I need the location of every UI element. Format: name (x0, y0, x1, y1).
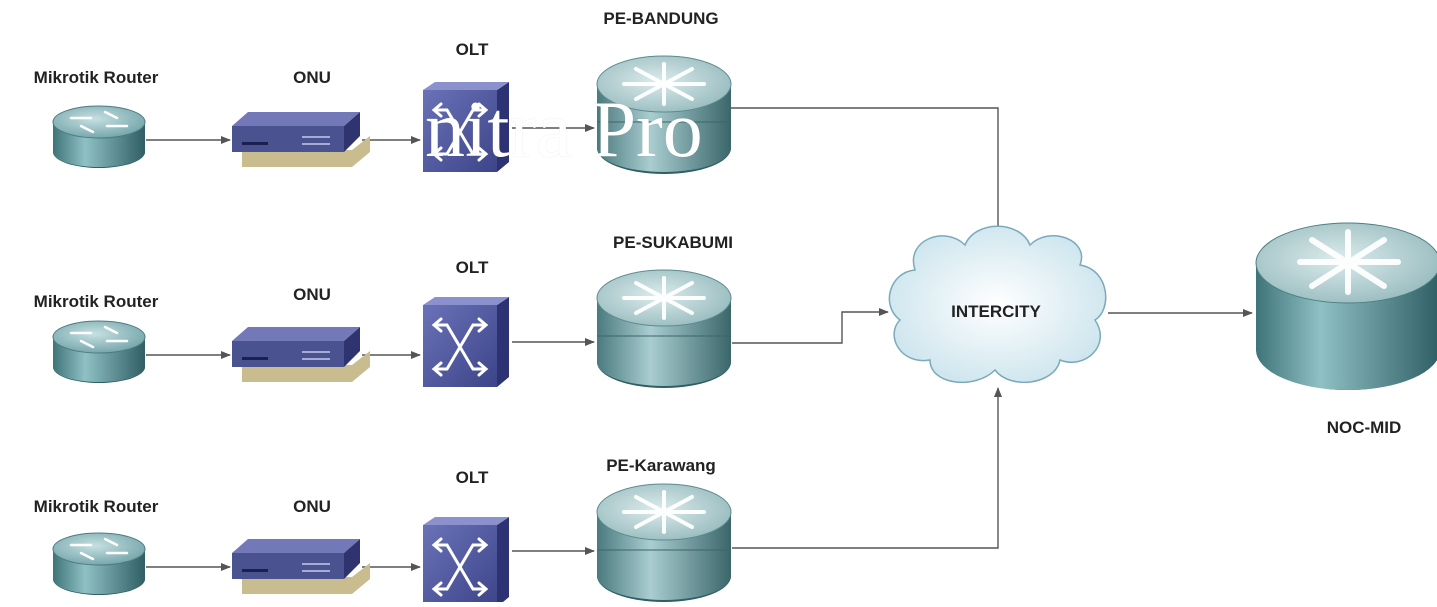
mikrotik-router-2 (52, 320, 146, 383)
onu-device-3 (232, 539, 370, 594)
link-pe1-cloud (730, 107, 1002, 241)
watermark: nitra Pro (425, 86, 703, 174)
onu-label-1: ONU (293, 68, 331, 87)
olt-label-3: OLT (455, 468, 489, 487)
mikrotik-router-1 (52, 105, 146, 168)
olt-label-1: OLT (455, 40, 489, 59)
cloud-label: INTERCITY (951, 302, 1041, 321)
onu-device-2 (232, 327, 370, 382)
pe-router-1 (596, 55, 732, 174)
link-pe3-cloud (732, 387, 1002, 549)
pe-router-2 (596, 269, 732, 388)
onu-label-2: ONU (293, 285, 331, 304)
olt-switch-3 (423, 517, 509, 607)
intercity-cloud (888, 225, 1107, 384)
olt-switch-1 (423, 82, 509, 172)
noc-label: NOC-MID (1326, 418, 1402, 437)
pe-label-3: PE-Karawang (606, 456, 716, 475)
link-pe2-cloud (732, 308, 889, 344)
onu-label-3: ONU (293, 497, 331, 516)
router-label-1: Mikrotik Router (33, 68, 159, 87)
router-label-3: Mikrotik Router (33, 497, 159, 516)
router-label-2: Mikrotik Router (33, 292, 159, 311)
mikrotik-router-3 (52, 532, 146, 595)
olt-label-2: OLT (455, 258, 489, 277)
pe-label-2: PE-SUKABUMI (613, 233, 733, 252)
olt-switch-2 (423, 297, 509, 387)
noc-mid-router (1255, 222, 1437, 390)
onu-device-1 (232, 112, 370, 167)
connections (146, 107, 1253, 571)
pe-label-1: PE-BANDUNG (603, 9, 719, 28)
pe-router-3 (596, 483, 732, 602)
